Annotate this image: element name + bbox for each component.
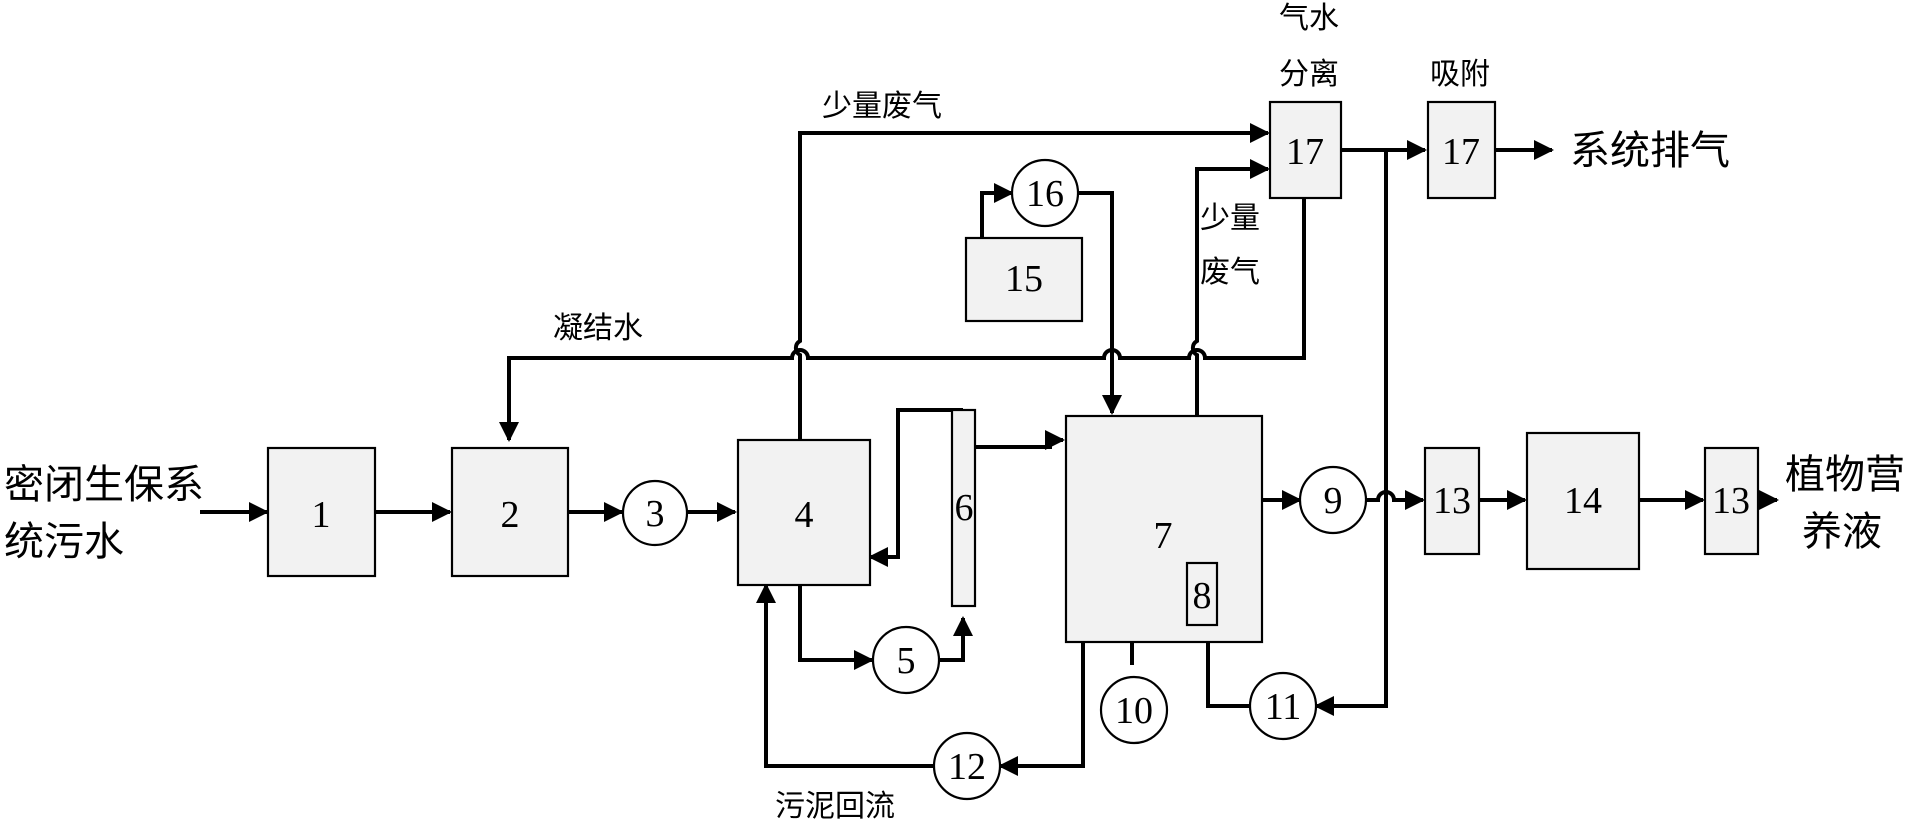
flow-6-to-7 xyxy=(975,430,1065,450)
unit-8-box xyxy=(1185,561,1219,627)
annotations: 密闭生保系 统污水 少量废气 少量 废气 凝结水 气水 分离 吸附 系统排气 植… xyxy=(4,1,1905,824)
label-small-exhaust-mid-line-2: 废气 xyxy=(1200,255,1260,290)
unit-9-circle xyxy=(1298,465,1368,535)
unit-4-label: 4 xyxy=(795,494,814,536)
unit-16-circle xyxy=(1010,158,1080,228)
label-gas-water-separation-line-1: 气水 xyxy=(1279,1,1339,36)
unit-17b-box xyxy=(1426,100,1497,200)
unit-12-circle xyxy=(932,731,1002,801)
flow-4-to-17a-exhaust xyxy=(793,123,1270,440)
unit-7-box xyxy=(1064,414,1264,644)
unit-2-box xyxy=(450,446,570,578)
unit-2-label: 2 xyxy=(501,494,520,536)
unit-6-label: 6 xyxy=(955,487,974,529)
unit-12-label: 12 xyxy=(948,746,986,788)
unit-17b-label: 17 xyxy=(1442,131,1480,173)
flow-4-to-5 xyxy=(798,585,874,670)
flow-7-to-12 xyxy=(998,642,1085,776)
unit-10-label: 10 xyxy=(1115,690,1153,732)
unit-4-box xyxy=(736,438,872,587)
label-sludge-return: 污泥回流 xyxy=(775,789,895,824)
unit-3-label: 3 xyxy=(646,493,665,535)
unit-7-label: 7 xyxy=(1154,515,1173,557)
unit-8-label: 8 xyxy=(1193,575,1212,617)
unit-5-label: 5 xyxy=(897,640,916,682)
input-label-line-1: 密闭生保系 xyxy=(4,462,204,508)
label-small-exhaust-mid-line-1: 少量 xyxy=(1200,201,1260,236)
unit-10-circle xyxy=(1099,675,1169,745)
flow-12-to-4 xyxy=(756,583,935,768)
label-condensate: 凝结水 xyxy=(553,311,643,346)
flow-6-to-4 xyxy=(868,408,963,567)
flow-branch-to-11 xyxy=(1314,150,1388,716)
unit-17a-label: 17 xyxy=(1286,131,1324,173)
flow-7-to-17a-exhaust xyxy=(1190,159,1270,415)
unit-13a-label: 13 xyxy=(1433,480,1471,522)
label-small-exhaust-top: 少量废气 xyxy=(822,89,942,124)
unit-1-label: 1 xyxy=(312,494,331,536)
unit-17a-box xyxy=(1268,100,1343,200)
unit-6-column xyxy=(950,408,977,608)
output-label-nutrient-line-2: 养液 xyxy=(1802,509,1882,555)
unit-1-box xyxy=(266,446,377,578)
unit-11-label: 11 xyxy=(1265,686,1302,728)
input-label-line-2: 统污水 xyxy=(4,519,124,565)
output-label-nutrient-line-1: 植物营 xyxy=(1785,452,1905,498)
unit-14-label: 14 xyxy=(1564,480,1602,522)
pumps: 3 5 9 10 11 12 16 xyxy=(621,158,1368,801)
flow-9-to-13a xyxy=(1366,490,1425,510)
unit-9-label: 9 xyxy=(1324,480,1343,522)
unit-5-circle xyxy=(871,625,941,695)
unit-13a-box xyxy=(1423,446,1481,556)
unit-11-circle xyxy=(1248,671,1318,741)
unit-15-box xyxy=(964,236,1084,323)
flow-5-to-6 xyxy=(940,616,973,662)
flow-11-to-8 xyxy=(1198,623,1250,708)
unit-13b-label: 13 xyxy=(1712,480,1750,522)
unit-13b-box xyxy=(1703,446,1760,556)
output-label-exhaust: 系统排气 xyxy=(1570,128,1730,174)
unit-3-circle xyxy=(621,479,689,547)
label-gas-water-separation-line-2: 分离 xyxy=(1279,57,1339,92)
unit-16-label: 16 xyxy=(1026,173,1064,215)
flow-16-to-7 xyxy=(1078,191,1122,415)
unit-15-label: 15 xyxy=(1005,258,1043,300)
label-adsorption: 吸附 xyxy=(1430,57,1490,92)
units: 1 2 4 6 7 8 15 17 17 13 14 13 xyxy=(266,100,1760,644)
unit-14-box xyxy=(1525,431,1641,571)
